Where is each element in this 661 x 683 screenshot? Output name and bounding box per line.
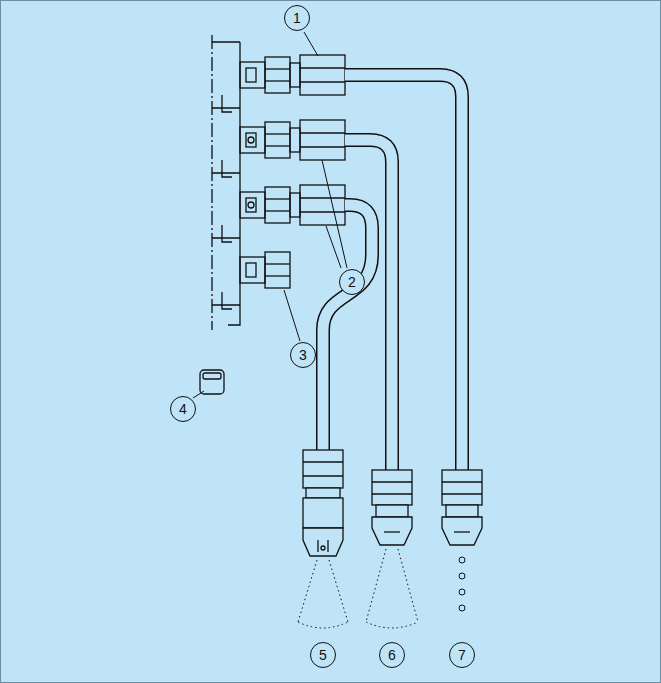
- callout-circle: 7: [449, 642, 475, 668]
- callout-circle: 6: [379, 642, 405, 668]
- callout-number: 1: [293, 11, 301, 25]
- callout-number: 7: [458, 648, 466, 662]
- callout-number: 3: [299, 348, 307, 362]
- callout-number: 6: [388, 648, 396, 662]
- callout-number: 2: [348, 275, 356, 289]
- callout-number: 4: [179, 402, 187, 416]
- callout-number: 5: [319, 648, 327, 662]
- callout-circle: 1: [284, 5, 310, 31]
- callout-circle: 2: [339, 269, 365, 295]
- callout-circle: 4: [170, 396, 196, 422]
- callout-circle: 5: [310, 642, 336, 668]
- callout-circle: 3: [290, 342, 316, 368]
